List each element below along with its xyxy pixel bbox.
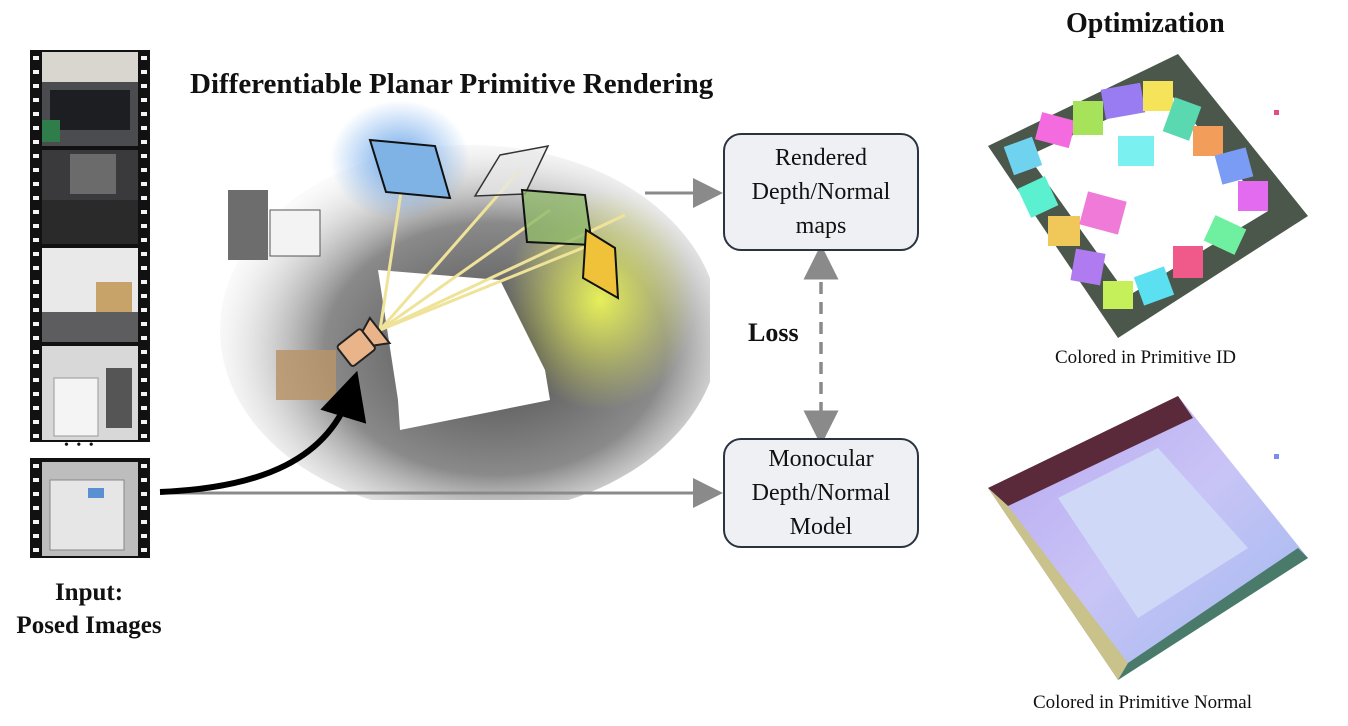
input-frame-1 [42, 52, 138, 146]
input-frame-2 [42, 150, 138, 244]
loss-label: Loss [748, 318, 799, 347]
input-label-line2: Posed Images [16, 612, 162, 639]
rendered-maps-label: Rendered Depth/Normal maps [751, 145, 891, 239]
main-heading: Differentiable Planar Primitive Renderin… [190, 68, 714, 100]
input-frame-5 [42, 462, 138, 556]
plane-yellow [581, 228, 620, 300]
primitive-normal-mesh [988, 396, 1308, 680]
monocular-model-box: Monocular Depth/Normal Model [723, 438, 919, 548]
monocular-model-label: Monocular Depth/Normal Model [751, 446, 891, 540]
input-frame-4 [42, 346, 138, 440]
plane-blue [368, 138, 452, 200]
camera-icon [336, 316, 392, 367]
input-label: Input: Posed Images [0, 576, 178, 642]
caption-primitive-id: Colored in Primitive ID [1055, 347, 1237, 368]
furniture-printer [269, 209, 321, 257]
primitive-patches [1003, 81, 1268, 309]
curved-arrow-to-camera [159, 370, 367, 495]
input-label-line1: Input: [54, 579, 124, 606]
ellipsis: • • • [64, 438, 96, 453]
furniture-cabinet [228, 190, 268, 260]
yellow-glow [505, 190, 695, 410]
film-strip [30, 50, 150, 558]
rendered-maps-box: Rendered Depth/Normal maps [723, 133, 919, 251]
optimization-heading: Optimization [1066, 8, 1225, 39]
caption-primitive-normal: Colored in Primitive Normal [1033, 692, 1253, 713]
primitive-id-mesh [988, 54, 1308, 338]
input-frame-3 [42, 248, 138, 342]
